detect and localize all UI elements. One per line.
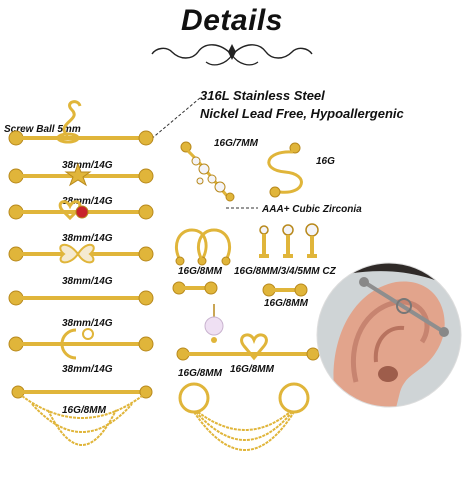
barbell-size-label: 38mm/14G <box>62 160 113 171</box>
spiral-label: 16G <box>316 156 335 167</box>
page-title: Details <box>181 4 283 37</box>
pearl-heart-barbell-icon <box>176 304 320 361</box>
cz-studs-label: 16G/8MM/3/4/5MM CZ <box>234 266 336 277</box>
pearl-heart-label: 16G/8MM <box>178 368 222 379</box>
cz-climber-label: 16G/7MM <box>214 138 258 149</box>
heart-gem-barbell-icon <box>8 200 154 221</box>
ear-photo-image <box>316 262 462 408</box>
butterfly-barbell-icon <box>8 243 154 264</box>
short-barbell-icon <box>262 283 308 297</box>
double-chain-label: 16G/8MM <box>230 364 274 375</box>
spiral-icon <box>267 142 303 198</box>
barbell-size-label: 38mm/14G <box>62 276 113 287</box>
material-spec: 316L Stainless Steel <box>200 88 325 103</box>
cz-climber-icon <box>180 141 235 202</box>
moon-sun-barbell-icon <box>8 328 154 360</box>
horseshoe-rings-icon <box>175 228 231 266</box>
cz-studs-icon <box>259 223 319 258</box>
short-barbell-label: 16G/8MM <box>264 298 308 309</box>
screw-ball-label: Screw Ball 5mm <box>4 124 81 135</box>
barbell-size-label: 38mm/14G <box>62 196 113 207</box>
zirconia-label: AAA+ Cubic Zirconia <box>262 204 362 215</box>
horseshoe-label: 16G/8MM <box>178 266 222 277</box>
double-chain-ring-icon <box>178 382 310 451</box>
chain-size-label: 16G/8MM <box>62 405 106 416</box>
snake-barbell-icon <box>8 100 154 146</box>
plain-barbell-icon <box>8 290 154 306</box>
chain-ring-icon <box>11 385 153 446</box>
features-spec: Nickel Lead Free, Hypoallergenic <box>200 106 404 121</box>
short-barbell-icon <box>172 281 218 295</box>
ornament-divider-icon <box>151 44 313 66</box>
barbell-size-label: 38mm/14G <box>62 364 113 375</box>
barbell-size-label: 38mm/14G <box>62 233 113 244</box>
star-barbell-icon <box>8 162 154 187</box>
barbell-size-label: 38mm/14G <box>62 318 113 329</box>
